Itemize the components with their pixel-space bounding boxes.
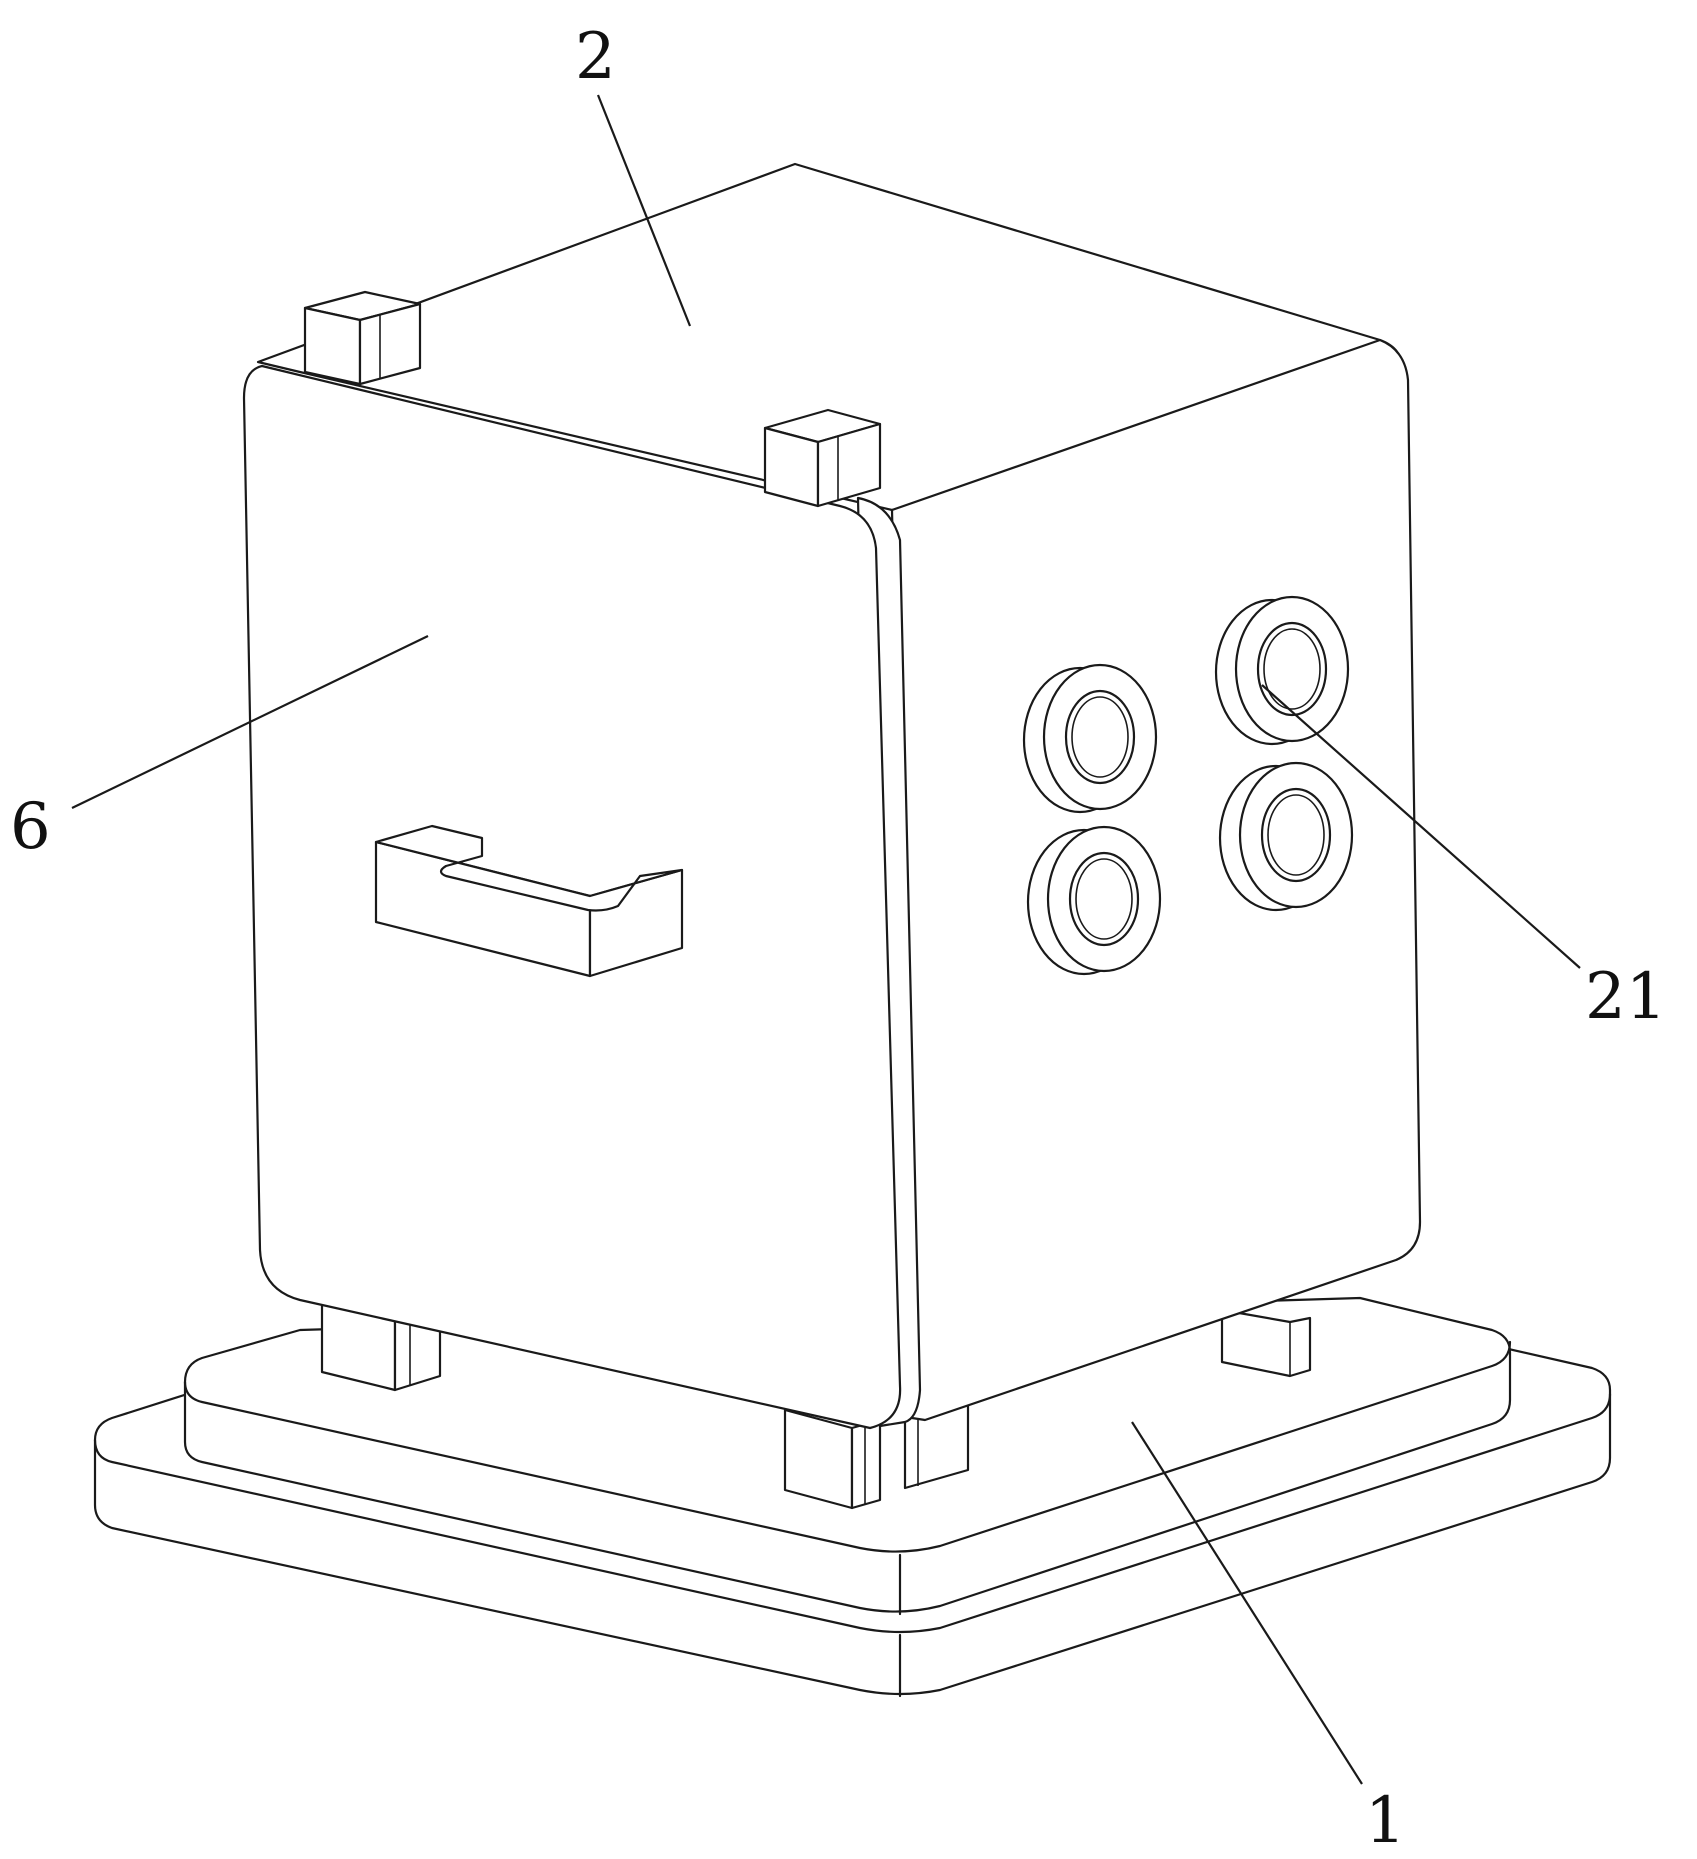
cover-clip-left <box>303 290 422 386</box>
connector-lower-left <box>1026 825 1162 976</box>
connector-lower-right <box>1218 761 1354 912</box>
leader-lines <box>71 94 1581 1785</box>
label-6: 6 <box>10 790 51 864</box>
cover-clip-right <box>763 408 882 508</box>
label-1: 1 <box>1365 1784 1406 1858</box>
leader-6 <box>71 635 429 809</box>
connector-upper-right <box>1214 595 1350 746</box>
foot-front-center <box>783 1408 854 1510</box>
leader-2 <box>596 94 692 327</box>
connector-upper-left <box>1022 663 1158 814</box>
leader-21 <box>1261 684 1581 969</box>
door-handle <box>374 824 684 978</box>
leader-1 <box>1131 1421 1363 1785</box>
label-2: 2 <box>575 20 616 94</box>
reference-labels: 2 6 21 1 <box>10 20 1666 1858</box>
label-21: 21 <box>1585 960 1666 1034</box>
connector-group <box>1022 595 1354 976</box>
